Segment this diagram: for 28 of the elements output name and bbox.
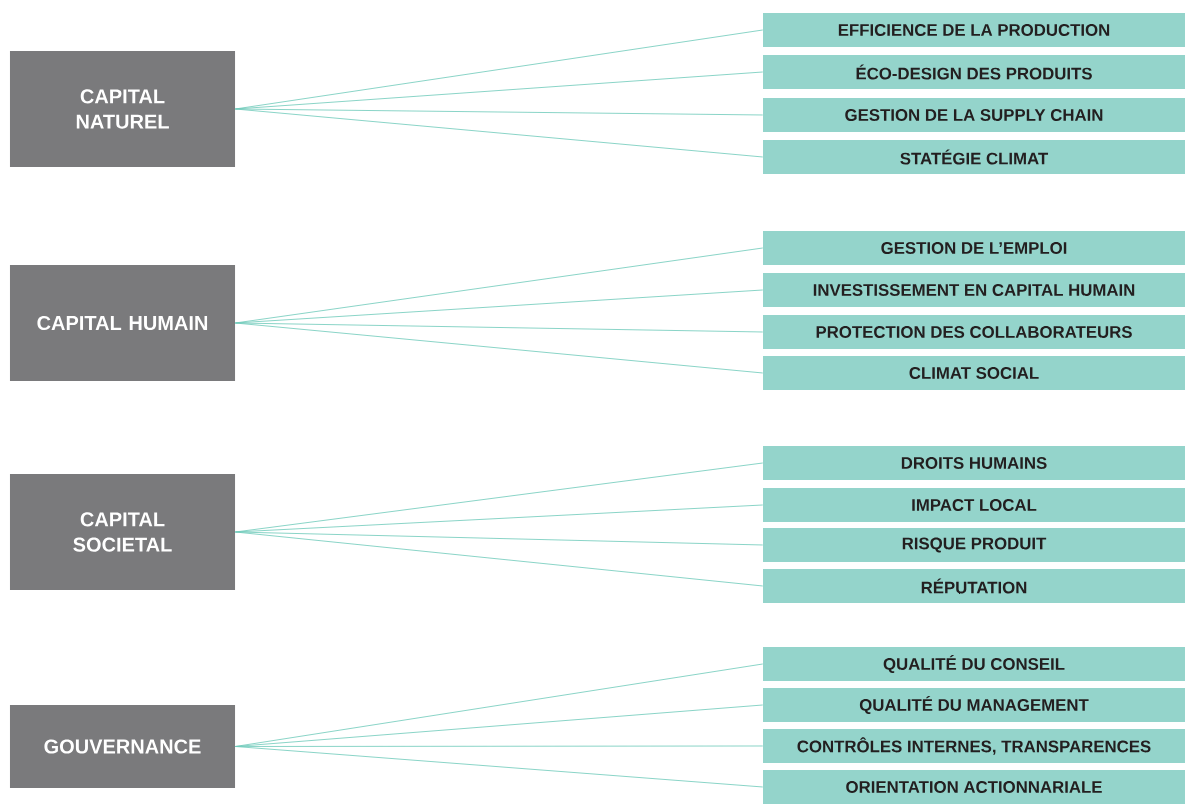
topic-box: GESTION DE L’EMPLOI bbox=[763, 231, 1185, 265]
topic-box: CLIMAT SOCIAL bbox=[763, 356, 1185, 390]
topic-box: CONTRÔLES INTERNES, TRANSPARENCES bbox=[763, 729, 1185, 763]
topic-box: GESTION DE LA SUPPLY CHAIN bbox=[763, 98, 1185, 132]
topic-box: QUALITÉ DU CONSEIL bbox=[763, 647, 1185, 681]
topic-box: IMPACT LOCAL bbox=[763, 488, 1185, 522]
topic-box: EFFICIENCE DE LA PRODUCTION bbox=[763, 13, 1185, 47]
category-box: CAPITAL NATUREL bbox=[9, 51, 236, 167]
category-box: CAPITAL HUMAIN bbox=[9, 265, 236, 381]
connector-line bbox=[234, 108, 764, 116]
topic-box: ORIENTATION ACTIONNARIALE bbox=[763, 770, 1185, 804]
topic-box: STATÉGIE CLIMAT bbox=[763, 140, 1185, 174]
connector-line bbox=[234, 663, 764, 747]
topic-box: ÉCO-DESIGN DES PRODUITS bbox=[763, 55, 1185, 89]
connector-line bbox=[234, 108, 764, 158]
topic-box: RISQUE PRODUIT bbox=[763, 528, 1185, 562]
connector-line bbox=[234, 531, 764, 587]
connector-line bbox=[234, 322, 764, 333]
topic-box: QUALITÉ DU MANAGEMENT bbox=[763, 688, 1185, 722]
connector-line bbox=[234, 746, 764, 788]
connector-line bbox=[234, 322, 764, 374]
category-box: CAPITAL SOCIETAL bbox=[9, 474, 236, 590]
category-box: GOUVERNANCE bbox=[9, 705, 236, 788]
topic-box: DROITS HUMAINS bbox=[763, 446, 1185, 480]
connector-line bbox=[234, 531, 764, 546]
topic-box: INVESTISSEMENT EN CAPITAL HUMAIN bbox=[763, 273, 1185, 307]
topic-box: RÉPUTATION bbox=[763, 569, 1185, 603]
topic-box: PROTECTION DES COLLABORATEURS bbox=[763, 315, 1185, 349]
